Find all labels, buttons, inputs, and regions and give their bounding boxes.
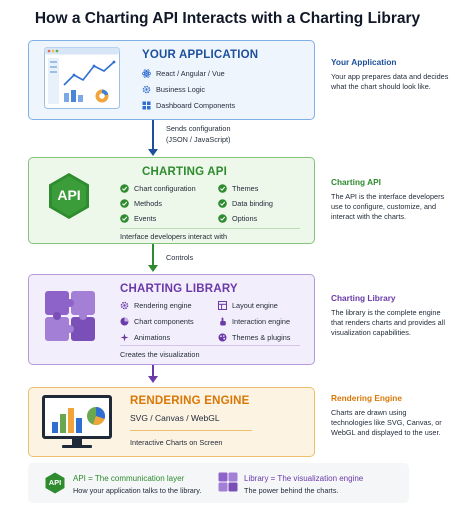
api-item-label: Options: [232, 214, 258, 223]
check-icon: [120, 199, 129, 208]
side-note-title: Your Application: [331, 57, 397, 67]
legend-api-hexagon-icon: API: [45, 472, 65, 494]
lib-item: Rendering engine: [120, 301, 192, 310]
api-heading: CHARTING API: [142, 166, 228, 178]
check-icon: [218, 214, 227, 223]
arrow-label-sends: Sends configuration: [166, 124, 231, 133]
arrow-library-to-engine: [152, 365, 154, 377]
rendering-tech: SVG / Canvas / WebGL: [130, 413, 220, 423]
layout-icon: [218, 301, 227, 310]
api-item-label: Chart configuration: [134, 184, 196, 193]
rendering-engine-footer: Interactive Charts on Screen: [130, 438, 223, 447]
api-item-label: Events: [134, 214, 157, 223]
side-note-application: Your Application Your app prepares data …: [331, 57, 449, 92]
lib-item: Animations: [120, 333, 170, 342]
legend-puzzle-icon: [218, 472, 238, 497]
api-item: Themes: [218, 184, 258, 193]
pointer-hand-icon: [218, 317, 227, 326]
app-item-label: React / Angular / Vue: [156, 69, 225, 78]
api-item: Chart configuration: [120, 184, 196, 193]
side-note-rendering: Rendering Engine Charts are drawn using …: [331, 393, 449, 439]
api-hexagon-icon: API: [48, 172, 90, 220]
lib-item-label: Animations: [134, 333, 171, 342]
api-item-label: Themes: [232, 184, 259, 193]
library-footer: Creates the visualization: [120, 350, 200, 359]
app-item-dashboard: Dashboard Components: [142, 101, 235, 110]
check-icon: [120, 184, 129, 193]
lib-item-label: Themes & plugins: [232, 333, 291, 342]
library-heading: CHARTING LIBRARY: [120, 283, 238, 295]
legend-api-badge-text: API: [48, 478, 62, 487]
puzzle-icon: [44, 290, 96, 347]
check-icon: [218, 199, 227, 208]
dashboard-illustration: [44, 47, 120, 114]
lib-item-label: Chart components: [134, 317, 194, 326]
arrow-api-to-library: [152, 244, 154, 266]
app-item-label: Business Logic: [156, 85, 206, 94]
api-divider: [120, 228, 300, 229]
monitor-icon: [41, 394, 113, 455]
app-item-logic: Business Logic: [142, 85, 205, 94]
app-item-frameworks: React / Angular / Vue: [142, 69, 225, 78]
palette-icon: [218, 333, 227, 342]
side-note-body: Charts are drawn using technologies like…: [331, 408, 442, 438]
side-note-title: Rendering Engine: [331, 393, 402, 403]
side-note-body: Your app prepares data and decides what …: [331, 72, 449, 92]
arrow-head-down: [148, 265, 158, 272]
api-item-label: Data binding: [232, 199, 273, 208]
legend-library-title: Library = The visualization engine: [244, 474, 364, 483]
arrow-head-down: [148, 376, 158, 383]
gear-icon: [120, 301, 129, 310]
lib-item-label: Rendering engine: [134, 301, 192, 310]
pie-chart-icon: [120, 317, 129, 326]
side-note-api: Charting API The API is the interface de…: [331, 177, 449, 223]
check-icon: [120, 214, 129, 223]
check-icon: [218, 184, 227, 193]
side-note-body: The API is the interface developers use …: [331, 192, 445, 222]
legend-library-subtitle: The power behind the charts.: [244, 486, 339, 495]
lib-item: Themes & plugins: [218, 333, 290, 342]
side-note-library: Charting Library The library is the comp…: [331, 293, 449, 339]
lib-item-label: Interaction engine: [232, 317, 291, 326]
engine-divider: [130, 430, 252, 431]
legend-api-subtitle: How your application talks to the librar…: [73, 486, 202, 495]
api-item-label: Methods: [134, 199, 162, 208]
lib-item: Chart components: [120, 317, 194, 326]
application-heading: YOUR APPLICATION: [142, 49, 259, 61]
lib-item-label: Layout engine: [232, 301, 278, 310]
api-badge-text: API: [57, 187, 81, 203]
api-item: Options: [218, 214, 257, 223]
gear-icon: [142, 85, 151, 94]
arrow-label-controls: Controls: [166, 253, 194, 262]
grid-icon: [142, 101, 151, 110]
api-footer: Interface developers interact with: [120, 232, 228, 241]
side-note-body: The library is the complete engine that …: [331, 308, 445, 338]
library-divider: [120, 345, 300, 346]
atom-icon: [142, 69, 151, 78]
api-item: Events: [120, 214, 156, 223]
sparkle-icon: [120, 333, 129, 342]
api-item: Data binding: [218, 199, 273, 208]
rendering-engine-heading: RENDERING ENGINE: [130, 395, 250, 407]
side-note-title: Charting Library: [331, 293, 396, 303]
arrow-head-down: [148, 149, 158, 156]
legend-api-title: API = The communication layer: [73, 474, 185, 483]
side-note-title: Charting API: [331, 177, 381, 187]
lib-item: Interaction engine: [218, 317, 290, 326]
lib-item: Layout engine: [218, 301, 278, 310]
api-item: Methods: [120, 199, 162, 208]
diagram-title: How a Charting API Interacts with a Char…: [34, 10, 421, 27]
arrow-app-to-api: [152, 120, 154, 150]
legend-panel: [28, 463, 409, 503]
arrow-label-format: (JSON / JavaScript): [166, 135, 231, 144]
app-item-label: Dashboard Components: [156, 101, 236, 110]
